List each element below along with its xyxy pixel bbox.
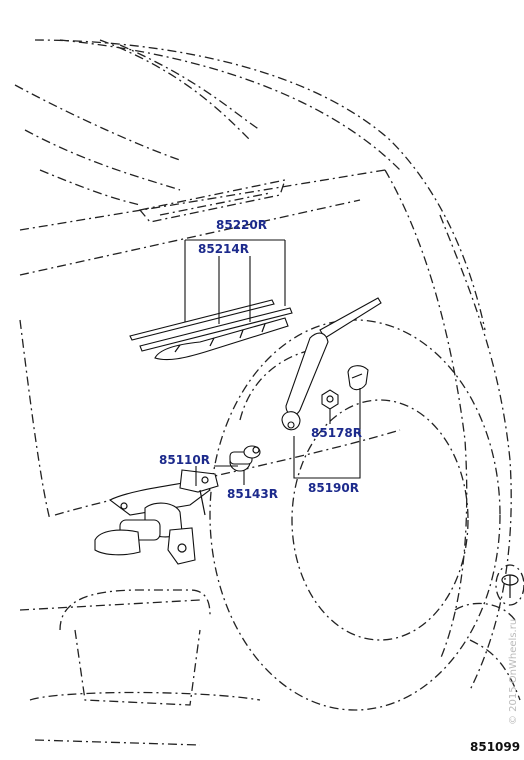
diagram-code: 851099 xyxy=(470,740,520,754)
brand-emblem-icon xyxy=(495,564,524,606)
arm-cap[interactable] xyxy=(347,365,369,391)
callout-85178R[interactable]: 85178R xyxy=(311,426,362,440)
leader-lines xyxy=(184,239,361,486)
wiper-motor[interactable] xyxy=(94,469,219,565)
watermark: © 2015 OnWheels.ru xyxy=(508,619,519,725)
wiper-blade-assembly[interactable] xyxy=(129,299,293,361)
arm-nut[interactable] xyxy=(321,389,339,410)
callout-85110R[interactable]: 85110R xyxy=(159,453,210,467)
vehicle-body-outline xyxy=(14,39,521,746)
pivot-seal[interactable] xyxy=(229,445,261,472)
callout-85143R[interactable]: 85143R xyxy=(227,487,278,501)
callout-85214R[interactable]: 85214R xyxy=(198,242,249,256)
callout-85190R[interactable]: 85190R xyxy=(308,481,359,495)
wiper-arm[interactable] xyxy=(281,297,382,431)
callout-85220R[interactable]: 85220R xyxy=(216,218,267,232)
